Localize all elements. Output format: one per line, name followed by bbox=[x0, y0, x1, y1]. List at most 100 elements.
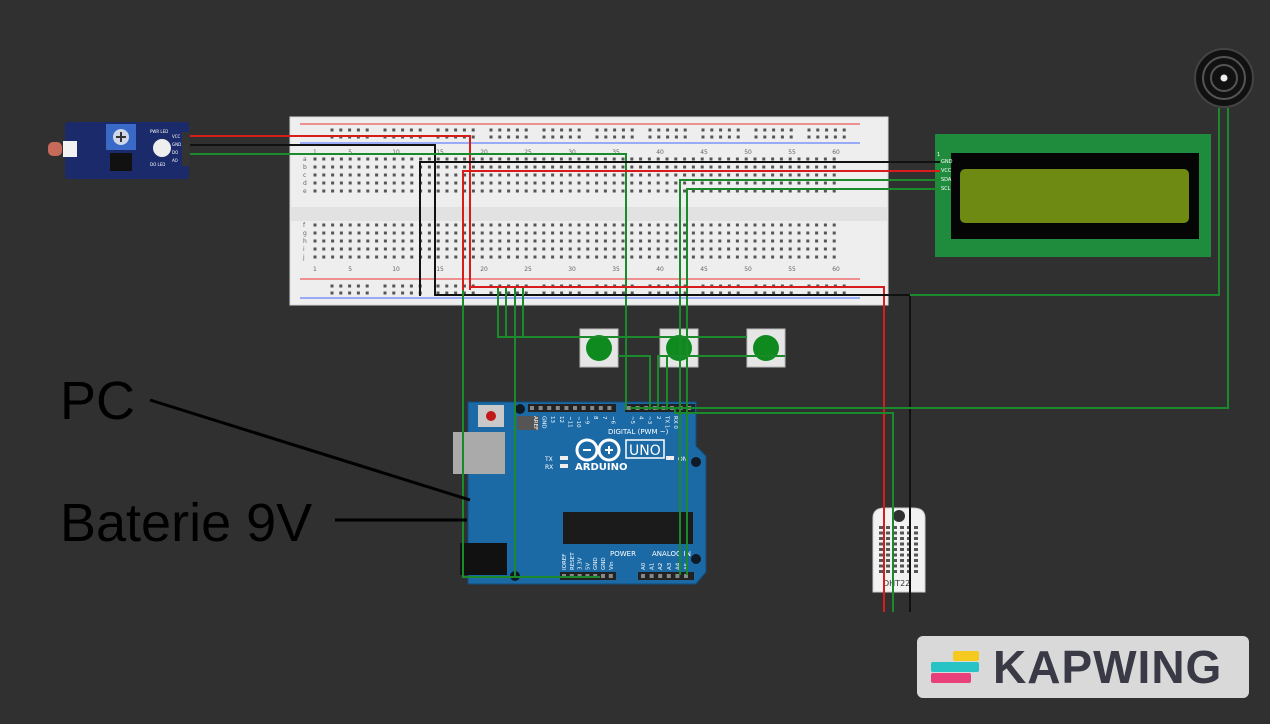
breadboard-hole[interactable] bbox=[709, 247, 713, 251]
breadboard-hole[interactable] bbox=[551, 231, 555, 235]
push-button-1[interactable] bbox=[579, 328, 619, 368]
breadboard-hole[interactable] bbox=[498, 173, 502, 177]
breadboard-hole[interactable] bbox=[595, 255, 599, 259]
rail-hole[interactable] bbox=[436, 291, 440, 295]
breadboard-hole[interactable] bbox=[665, 157, 669, 161]
breadboard-hole[interactable] bbox=[762, 173, 766, 177]
breadboard-hole[interactable] bbox=[806, 255, 810, 259]
rail-hole[interactable] bbox=[524, 128, 528, 132]
rail-hole[interactable] bbox=[816, 291, 820, 295]
header-pin[interactable] bbox=[608, 574, 613, 578]
breadboard-hole[interactable] bbox=[454, 223, 458, 227]
breadboard-hole[interactable] bbox=[595, 247, 599, 251]
breadboard-hole[interactable] bbox=[524, 157, 528, 161]
rail-hole[interactable] bbox=[365, 128, 369, 132]
breadboard-hole[interactable] bbox=[806, 157, 810, 161]
breadboard[interactable]: 1155101015152020252530303535404045455050… bbox=[289, 116, 889, 306]
rail-hole[interactable] bbox=[719, 135, 723, 139]
breadboard-hole[interactable] bbox=[788, 247, 792, 251]
breadboard-hole[interactable] bbox=[357, 165, 361, 169]
breadboard-hole[interactable] bbox=[656, 181, 660, 185]
rail-hole[interactable] bbox=[780, 291, 784, 295]
breadboard-hole[interactable] bbox=[735, 173, 739, 177]
breadboard-hole[interactable] bbox=[542, 165, 546, 169]
breadboard-hole[interactable] bbox=[507, 223, 511, 227]
rail-hole[interactable] bbox=[727, 291, 731, 295]
breadboard-hole[interactable] bbox=[700, 173, 704, 177]
rail-hole[interactable] bbox=[613, 128, 617, 132]
breadboard-hole[interactable] bbox=[797, 255, 801, 259]
breadboard-hole[interactable] bbox=[823, 165, 827, 169]
rail-hole[interactable] bbox=[445, 128, 449, 132]
rail-hole[interactable] bbox=[789, 135, 793, 139]
breadboard-hole[interactable] bbox=[630, 223, 634, 227]
rail-hole[interactable] bbox=[780, 135, 784, 139]
rail-hole[interactable] bbox=[701, 135, 705, 139]
rail-hole[interactable] bbox=[462, 128, 466, 132]
breadboard-hole[interactable] bbox=[577, 189, 581, 193]
breadboard-hole[interactable] bbox=[533, 255, 537, 259]
breadboard-hole[interactable] bbox=[762, 165, 766, 169]
rail-hole[interactable] bbox=[683, 135, 687, 139]
breadboard-hole[interactable] bbox=[832, 173, 836, 177]
breadboard-hole[interactable] bbox=[480, 189, 484, 193]
breadboard-hole[interactable] bbox=[375, 189, 379, 193]
breadboard-hole[interactable] bbox=[568, 181, 572, 185]
rail-hole[interactable] bbox=[462, 284, 466, 288]
breadboard-hole[interactable] bbox=[551, 181, 555, 185]
breadboard-hole[interactable] bbox=[656, 247, 660, 251]
breadboard-hole[interactable] bbox=[392, 181, 396, 185]
breadboard-hole[interactable] bbox=[489, 181, 493, 185]
breadboard-hole[interactable] bbox=[375, 239, 379, 243]
breadboard-hole[interactable] bbox=[639, 157, 643, 161]
breadboard-hole[interactable] bbox=[603, 231, 607, 235]
header-pin[interactable] bbox=[627, 406, 631, 410]
breadboard-hole[interactable] bbox=[815, 189, 819, 193]
breadboard-hole[interactable] bbox=[621, 223, 625, 227]
breadboard-hole[interactable] bbox=[331, 173, 335, 177]
breadboard-hole[interactable] bbox=[463, 189, 467, 193]
breadboard-hole[interactable] bbox=[401, 173, 405, 177]
breadboard-hole[interactable] bbox=[392, 247, 396, 251]
breadboard-hole[interactable] bbox=[427, 239, 431, 243]
breadboard-hole[interactable] bbox=[498, 189, 502, 193]
breadboard-hole[interactable] bbox=[427, 231, 431, 235]
breadboard-hole[interactable] bbox=[700, 239, 704, 243]
breadboard-hole[interactable] bbox=[436, 231, 440, 235]
rail-hole[interactable] bbox=[683, 291, 687, 295]
breadboard-hole[interactable] bbox=[454, 157, 458, 161]
breadboard-hole[interactable] bbox=[735, 157, 739, 161]
rail-hole[interactable] bbox=[621, 291, 625, 295]
breadboard-hole[interactable] bbox=[744, 173, 748, 177]
breadboard-hole[interactable] bbox=[603, 165, 607, 169]
rail-hole[interactable] bbox=[507, 135, 511, 139]
breadboard-hole[interactable] bbox=[691, 189, 695, 193]
breadboard-hole[interactable] bbox=[383, 239, 387, 243]
rail-hole[interactable] bbox=[674, 128, 678, 132]
header-pin[interactable] bbox=[684, 574, 688, 578]
breadboard-hole[interactable] bbox=[779, 231, 783, 235]
kapwing-watermark[interactable]: KAPWING bbox=[917, 636, 1249, 698]
breadboard-hole[interactable] bbox=[806, 181, 810, 185]
breadboard-hole[interactable] bbox=[454, 165, 458, 169]
breadboard-hole[interactable] bbox=[586, 157, 590, 161]
breadboard-hole[interactable] bbox=[357, 189, 361, 193]
breadboard-hole[interactable] bbox=[445, 189, 449, 193]
breadboard-hole[interactable] bbox=[348, 223, 352, 227]
breadboard-hole[interactable] bbox=[788, 165, 792, 169]
breadboard-hole[interactable] bbox=[735, 223, 739, 227]
rail-hole[interactable] bbox=[356, 291, 360, 295]
breadboard-hole[interactable] bbox=[762, 231, 766, 235]
arduino-uno-board[interactable]: ARDUINO UNO DIGITAL (PWM ~) TX RX ON POW… bbox=[453, 401, 707, 585]
breadboard-hole[interactable] bbox=[507, 189, 511, 193]
rail-hole[interactable] bbox=[339, 284, 343, 288]
breadboard-hole[interactable] bbox=[515, 231, 519, 235]
rail-hole[interactable] bbox=[807, 135, 811, 139]
breadboard-hole[interactable] bbox=[392, 239, 396, 243]
breadboard-hole[interactable] bbox=[832, 255, 836, 259]
breadboard-hole[interactable] bbox=[515, 173, 519, 177]
rail-hole[interactable] bbox=[445, 284, 449, 288]
rail-hole[interactable] bbox=[648, 135, 652, 139]
breadboard-hole[interactable] bbox=[586, 231, 590, 235]
rail-hole[interactable] bbox=[780, 128, 784, 132]
